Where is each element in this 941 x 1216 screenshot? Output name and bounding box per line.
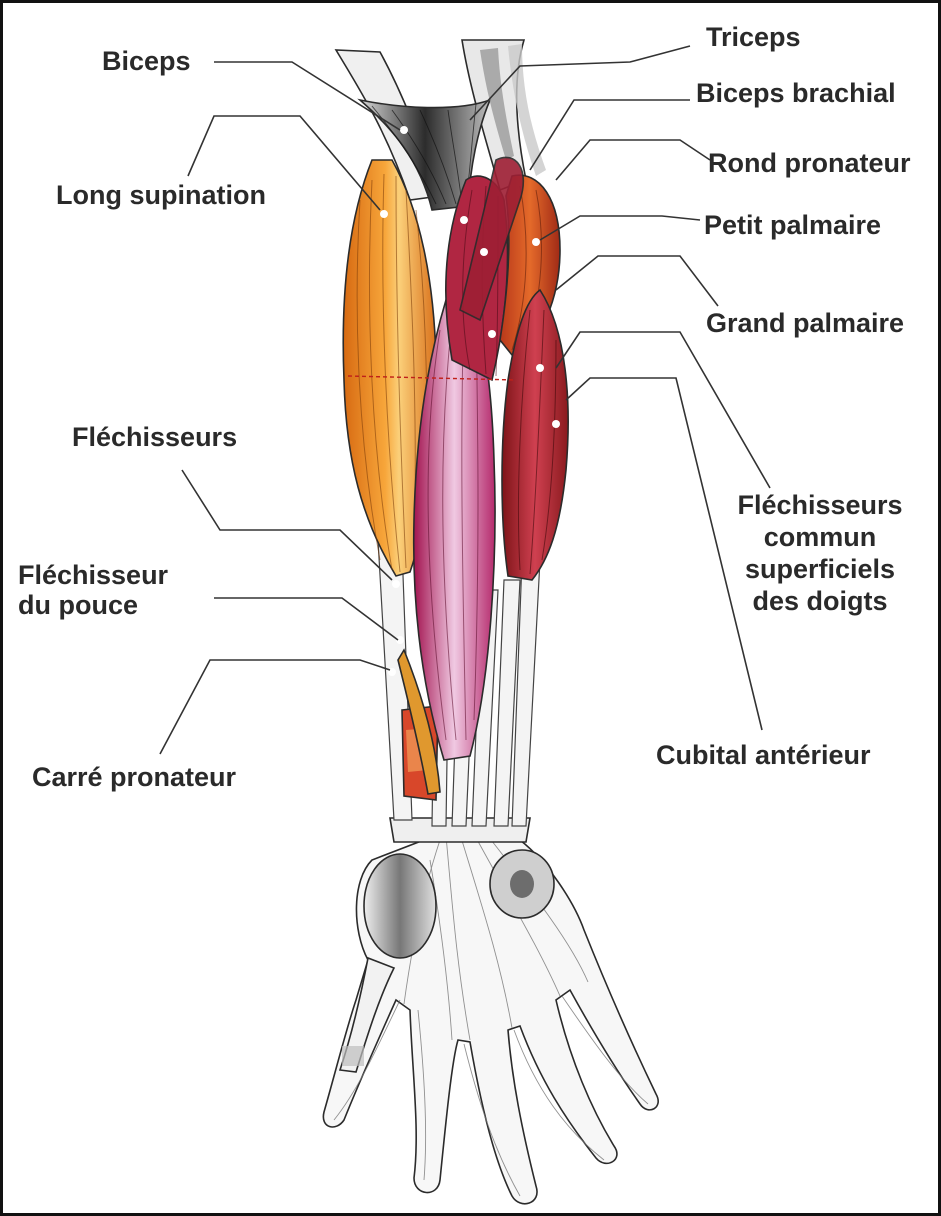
label-long-supination: Long supination [56, 180, 266, 210]
label-cubital-anterieur: Cubital antérieur [656, 740, 871, 770]
label-flechisseur-pouce-line1: Fléchisseur [18, 560, 169, 590]
forearm-diagram: Biceps Long supination Fléchisseurs Fléc… [3, 3, 938, 1213]
label-biceps: Biceps [102, 46, 191, 76]
label-flechisseurs: Fléchisseurs [72, 422, 237, 452]
label-petit-palmaire: Petit palmaire [704, 210, 881, 240]
label-flechisseur-pouce-line2: du pouce [18, 590, 138, 620]
hand [323, 818, 658, 1204]
label-triceps: Triceps [706, 22, 801, 52]
label-flechisseurs-commun-line2: commun [764, 522, 877, 552]
label-flechisseurs-commun-line3: superficiels [745, 554, 895, 584]
label-biceps-brachial: Biceps brachial [696, 78, 896, 108]
label-rond-pronateur: Rond pronateur [708, 148, 911, 178]
label-flechisseurs-commun-line4: des doigts [752, 586, 887, 616]
label-flechisseurs-commun-line1: Fléchisseurs [737, 490, 902, 520]
label-carre-pronateur: Carré pronateur [32, 762, 237, 792]
label-grand-palmaire: Grand palmaire [706, 308, 904, 338]
